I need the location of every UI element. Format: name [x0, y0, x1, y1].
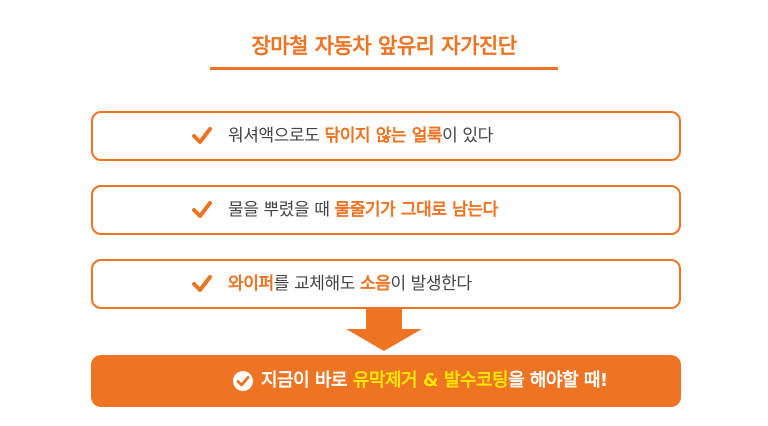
cta-banner: 지금이 바로 유막제거 & 발수코팅을 해야할 때! [91, 355, 681, 407]
check-circle-icon [233, 371, 253, 391]
checklist-highlight: 물줄기가 그대로 남는다 [334, 200, 498, 220]
checklist-highlight: 와이퍼 [228, 274, 274, 294]
checklist-text: 워셔액으로도 닦이지 않는 얼룩이 있다 [228, 126, 493, 146]
cta-text: 지금이 바로 유막제거 & 발수코팅을 해야할 때! [261, 370, 608, 391]
checklist-highlight: 닦이지 않는 얼룩 [324, 126, 443, 146]
checklist-highlight: 소음 [359, 274, 391, 294]
checklist-item: 물을 뿌렸을 때 물줄기가 그대로 남는다 [91, 185, 681, 235]
checklist-item: 와이퍼를 교체해도 소음이 발생한다 [91, 259, 681, 309]
checklist-text: 물을 뿌렸을 때 물줄기가 그대로 남는다 [228, 200, 498, 220]
cta-highlight: 유막제거 & 발수코팅 [352, 370, 509, 391]
checklist-text: 와이퍼를 교체해도 소음이 발생한다 [228, 274, 472, 294]
checklist-item: 워셔액으로도 닦이지 않는 얼룩이 있다 [91, 111, 681, 161]
arrow-down-icon [346, 309, 422, 351]
check-mark-icon [192, 275, 212, 292]
title-underline [210, 67, 558, 70]
check-mark-icon [192, 201, 212, 218]
page-title: 장마철 자동차 앞유리 자가진단 [251, 34, 517, 58]
check-mark-icon [192, 127, 212, 144]
